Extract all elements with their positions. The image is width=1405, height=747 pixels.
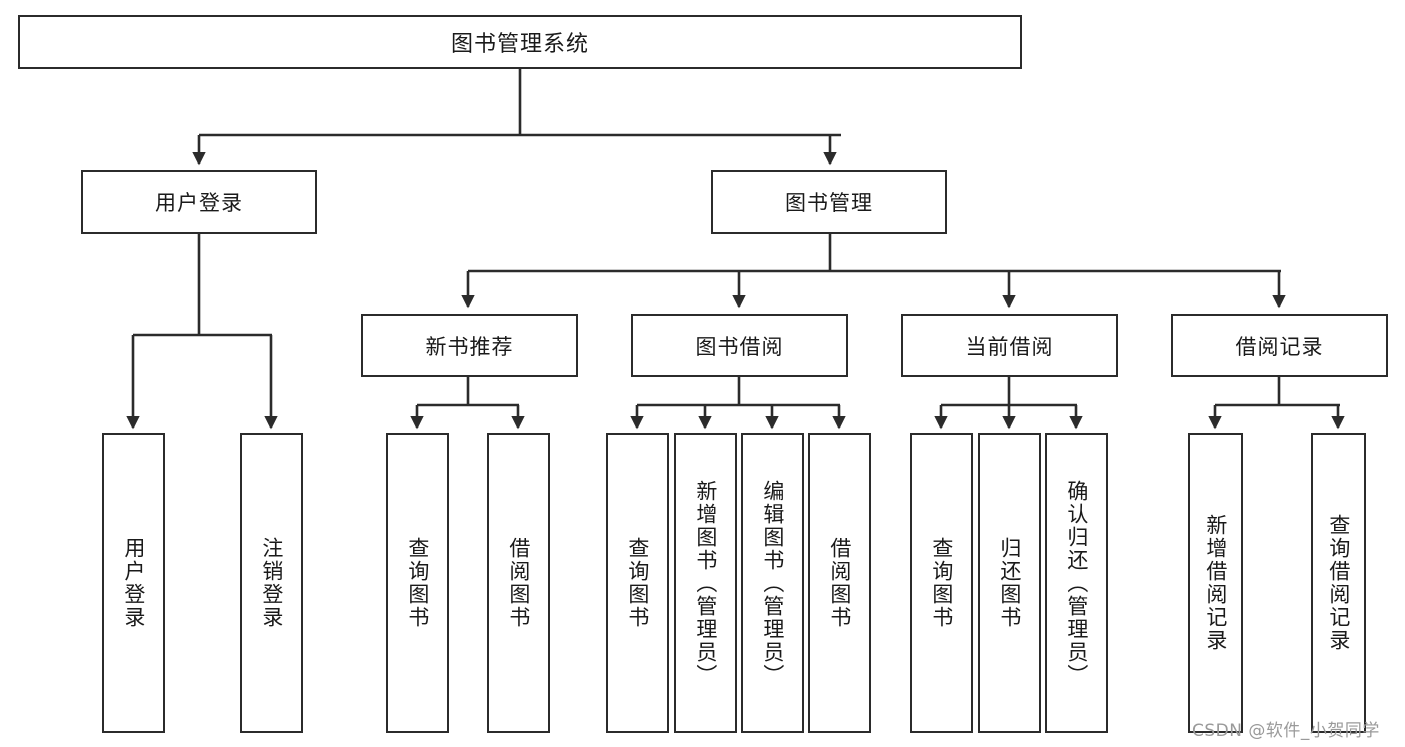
leaf-borrow-book-2[interactable]: 借阅图书 (808, 433, 871, 733)
node-root[interactable]: 图书管理系统 (18, 15, 1022, 69)
leaf-query-book-1-label: 查询图书 (405, 537, 430, 629)
node-current-borrow[interactable]: 当前借阅 (901, 314, 1118, 377)
leaf-add-book-label: 新增图书（管理员） (693, 479, 718, 687)
leaf-user-login[interactable]: 用户登录 (102, 433, 165, 733)
leaf-query-record-label: 查询借阅记录 (1326, 514, 1351, 652)
leaf-query-record[interactable]: 查询借阅记录 (1311, 433, 1366, 733)
leaf-logout[interactable]: 注销登录 (240, 433, 303, 733)
leaf-logout-label: 注销登录 (259, 537, 284, 629)
leaf-borrow-book-1-label: 借阅图书 (506, 537, 531, 629)
node-book-management[interactable]: 图书管理 (711, 170, 947, 234)
node-current-borrow-label: 当前借阅 (965, 334, 1054, 359)
leaf-edit-book-label: 编辑图书（管理员） (760, 479, 785, 687)
node-root-label: 图书管理系统 (450, 32, 589, 57)
leaf-add-book[interactable]: 新增图书（管理员） (674, 433, 737, 733)
leaf-add-record-label: 新增借阅记录 (1203, 514, 1228, 652)
leaf-return-book-label: 归还图书 (997, 537, 1022, 629)
leaf-confirm-return-label: 确认归还（管理员） (1064, 479, 1089, 687)
leaf-add-record[interactable]: 新增借阅记录 (1188, 433, 1243, 733)
leaf-query-book-2-label: 查询图书 (625, 537, 650, 629)
node-user-login-label: 用户登录 (155, 191, 243, 215)
node-borrow-record-label: 借阅记录 (1235, 334, 1324, 359)
leaf-return-book[interactable]: 归还图书 (978, 433, 1041, 733)
node-new-book-recommend-label: 新书推荐 (425, 334, 514, 359)
csdn-watermark: CSDN @软件_小贺同学 (1192, 721, 1380, 741)
leaf-query-book-1[interactable]: 查询图书 (386, 433, 449, 733)
node-new-book-recommend[interactable]: 新书推荐 (361, 314, 578, 377)
leaf-borrow-book-2-label: 借阅图书 (827, 537, 852, 629)
leaf-edit-book[interactable]: 编辑图书（管理员） (741, 433, 804, 733)
node-borrow-record[interactable]: 借阅记录 (1171, 314, 1388, 377)
leaf-confirm-return[interactable]: 确认归还（管理员） (1045, 433, 1108, 733)
leaf-user-login-label: 用户登录 (121, 537, 146, 629)
leaf-query-book-3[interactable]: 查询图书 (910, 433, 973, 733)
leaf-query-book-2[interactable]: 查询图书 (606, 433, 669, 733)
node-book-borrow-label: 图书借阅 (695, 334, 784, 359)
node-book-borrow[interactable]: 图书借阅 (631, 314, 848, 377)
node-book-management-label: 图书管理 (785, 191, 873, 215)
leaf-borrow-book-1[interactable]: 借阅图书 (487, 433, 550, 733)
node-user-login[interactable]: 用户登录 (81, 170, 317, 234)
leaf-query-book-3-label: 查询图书 (929, 537, 954, 629)
